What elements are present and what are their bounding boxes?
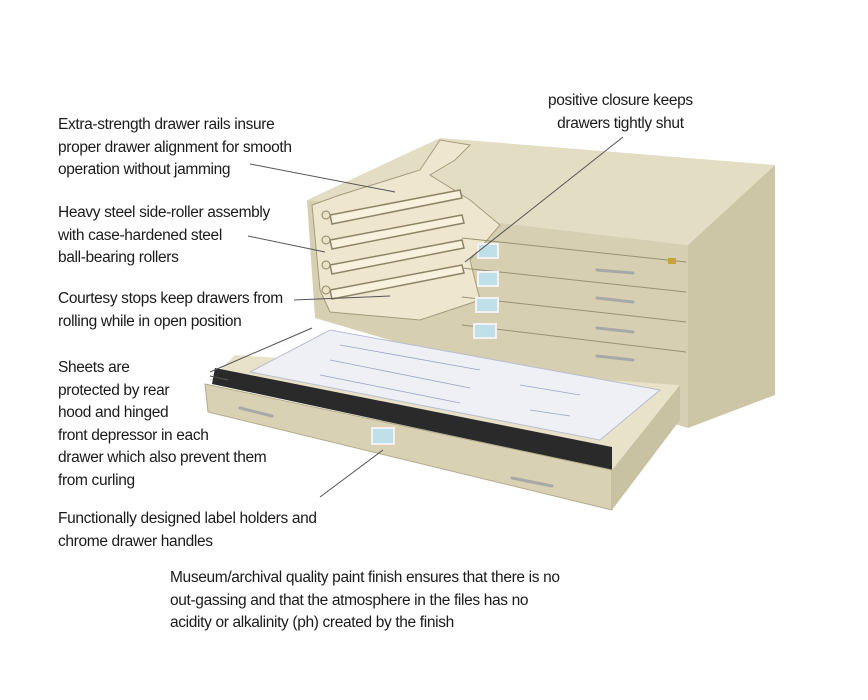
callout-line: Museum/archival quality paint finish ens…: [170, 569, 560, 586]
callout-line: Sheets are: [58, 359, 130, 376]
callout-line: protected by rear: [58, 381, 170, 399]
callout-drawer-rails: Extra-strength drawer rails insure prope…: [58, 114, 292, 182]
side-rollers: [321, 210, 331, 295]
callout-line: Heavy steel side-roller assembly: [58, 204, 270, 221]
callout-line: rolling while in open position: [58, 312, 242, 330]
callout-line: operation without jamming: [58, 161, 231, 178]
blueprint-grid: [319, 344, 581, 417]
callout-line: out-gassing and that the atmosphere in t…: [170, 591, 529, 609]
callout-line: Functionally designed label holders and: [58, 510, 317, 527]
label-holders: [473, 243, 499, 339]
leader-lines: [209, 136, 624, 498]
callout-line: chrome drawer handles: [58, 532, 213, 550]
callout-sheets: Sheets are protected by rear hood and hi…: [58, 357, 267, 492]
callout-side-rollers: Heavy steel side-roller assembly with ca…: [58, 202, 270, 270]
callout-line: positive closure keeps: [548, 92, 693, 109]
open-drawer-label-holder: [371, 427, 395, 445]
callout-line: proper drawer alignment for smooth: [58, 138, 292, 156]
callout-line: drawers tightly shut: [557, 114, 684, 132]
callout-line: from curling: [58, 471, 135, 489]
rear-hood: [212, 368, 612, 470]
callout-positive-closure: positive closure keeps drawers tightly s…: [548, 90, 693, 135]
callout-line: acidity or alkalinity (ph) created by th…: [170, 614, 454, 631]
callout-line: ball-bearing rollers: [58, 249, 179, 266]
callout-line: Extra-strength drawer rails insure: [58, 116, 275, 133]
callout-line: Courtesy stops keep drawers from: [58, 290, 283, 307]
callout-line: drawer which also prevent them: [58, 449, 267, 466]
callout-line: with case-hardened steel: [58, 226, 222, 244]
open-drawer-handles: [238, 406, 554, 488]
drawer-rails: [329, 189, 465, 300]
callout-courtesy-stops: Courtesy stops keep drawers from rolling…: [58, 288, 283, 333]
closed-drawers: [461, 237, 687, 353]
drawer-handles: [595, 268, 635, 362]
lock: [668, 258, 676, 264]
callout-line: hood and hinged: [58, 404, 169, 421]
callout-label-holders: Functionally designed label holders and …: [58, 508, 317, 553]
open-drawer-side: [612, 385, 680, 510]
cabinet-side: [688, 165, 775, 428]
callout-paint-finish: Museum/archival quality paint finish ens…: [170, 567, 560, 635]
callout-line: front depressor in each: [58, 426, 209, 444]
